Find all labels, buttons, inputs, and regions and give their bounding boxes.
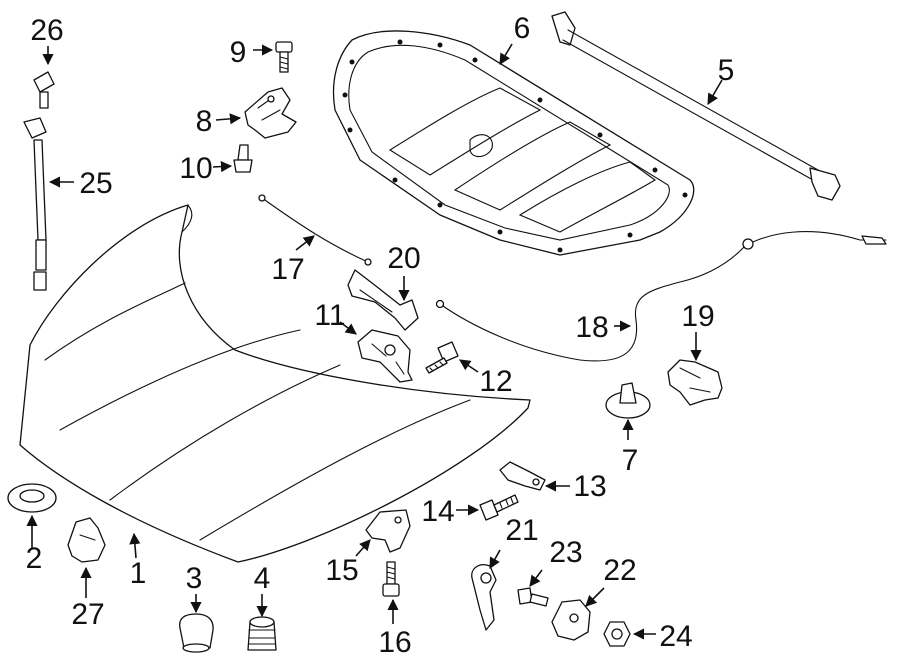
part-bolt-12 — [425, 341, 459, 374]
part-hood-latch — [357, 329, 413, 383]
callout-2: 2 — [26, 542, 43, 575]
part-bolt-16 — [382, 561, 400, 597]
callout-3: 3 — [186, 562, 203, 595]
callout-20: 20 — [387, 242, 420, 275]
callout-5: 5 — [718, 54, 735, 87]
callout-labels: 26 25 9 8 10 6 5 17 20 11 12 18 19 7 13 … — [26, 12, 735, 659]
callout-27: 27 — [71, 598, 104, 631]
callout-23: 23 — [549, 536, 582, 569]
callout-24: 24 — [659, 620, 692, 653]
part-nut — [603, 621, 631, 647]
part-hood-rod — [551, 11, 841, 201]
part-striker — [365, 509, 411, 553]
part-clip — [605, 382, 651, 419]
callout-26: 26 — [30, 14, 63, 47]
callout-19: 19 — [681, 300, 714, 333]
part-bolt-9 — [275, 41, 293, 73]
callout-16: 16 — [378, 626, 411, 659]
callout-15: 15 — [325, 554, 358, 587]
callout-8: 8 — [196, 105, 213, 138]
part-hood-insulator — [332, 30, 695, 256]
part-latch-bracket — [347, 269, 419, 331]
callout-17: 17 — [271, 253, 304, 286]
callout-7: 7 — [622, 444, 639, 477]
part-hood-stop — [247, 616, 277, 651]
callout-21: 21 — [505, 514, 538, 547]
part-hood-panel — [19, 204, 531, 563]
part-release-handle — [667, 359, 723, 406]
part-cable-clip — [499, 461, 546, 491]
part-bolt-23 — [517, 587, 549, 607]
leader-lines — [26, 43, 723, 640]
callout-9: 9 — [230, 36, 247, 69]
callout-14: 14 — [421, 495, 454, 528]
part-release-cable-17 — [258, 194, 372, 266]
callout-1: 1 — [130, 557, 147, 590]
callout-13: 13 — [573, 470, 606, 503]
callout-18: 18 — [575, 311, 608, 344]
part-hood-strut — [23, 117, 47, 291]
part-bolt-26 — [33, 71, 55, 109]
callout-4: 4 — [254, 562, 271, 595]
callout-22: 22 — [603, 554, 636, 587]
part-grommet — [7, 483, 57, 513]
callout-11: 11 — [314, 299, 345, 332]
part-bolt-14 — [479, 494, 519, 521]
part-bolt-10 — [233, 144, 253, 173]
part-hinge-link — [471, 564, 497, 631]
callout-25: 25 — [79, 167, 112, 200]
part-hood-hinge — [244, 87, 297, 139]
part-release-cable-18 — [435, 231, 887, 362]
callout-10: 10 — [179, 152, 212, 185]
callout-6: 6 — [514, 12, 531, 45]
part-bracket-22 — [551, 599, 591, 641]
part-bumper-stop — [179, 613, 214, 653]
callout-12: 12 — [479, 365, 512, 398]
part-bracket-27 — [67, 517, 106, 563]
